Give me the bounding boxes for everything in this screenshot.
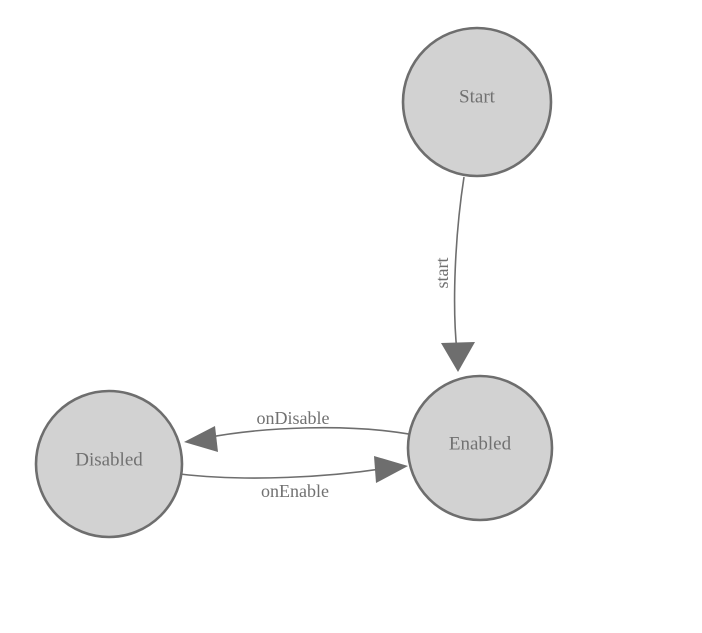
edge-disabled-to-enabled-arrowhead (374, 456, 408, 483)
edge-enabled-to-disabled-path (204, 426, 415, 439)
node-start-circle (401, 26, 553, 178)
edge-disabled-to-enabled-label: onEnable (261, 481, 329, 501)
node-enabled-circle (406, 374, 554, 522)
edge-disabled-to-enabled[interactable]: onEnable (179, 456, 408, 501)
edge-disabled-to-enabled-path (179, 467, 388, 479)
node-enabled-label: Enabled (449, 433, 512, 454)
node-disabled[interactable]: Disabled (34, 389, 184, 539)
edge-start-to-enabled[interactable]: start (432, 176, 475, 372)
node-start-label: Start (459, 86, 496, 107)
edge-start-to-enabled-path (453, 176, 465, 353)
edge-enabled-to-disabled-label: onDisable (257, 408, 330, 428)
node-disabled-label: Disabled (75, 449, 143, 470)
node-disabled-circle (34, 389, 184, 539)
node-start[interactable]: Start (401, 26, 553, 178)
node-enabled[interactable]: Enabled (406, 374, 554, 522)
edge-start-to-enabled-arrowhead (441, 342, 475, 372)
edge-start-to-enabled-label: start (432, 258, 452, 289)
edge-enabled-to-disabled-arrowhead (184, 426, 218, 452)
edge-enabled-to-disabled[interactable]: onDisable (184, 408, 415, 452)
